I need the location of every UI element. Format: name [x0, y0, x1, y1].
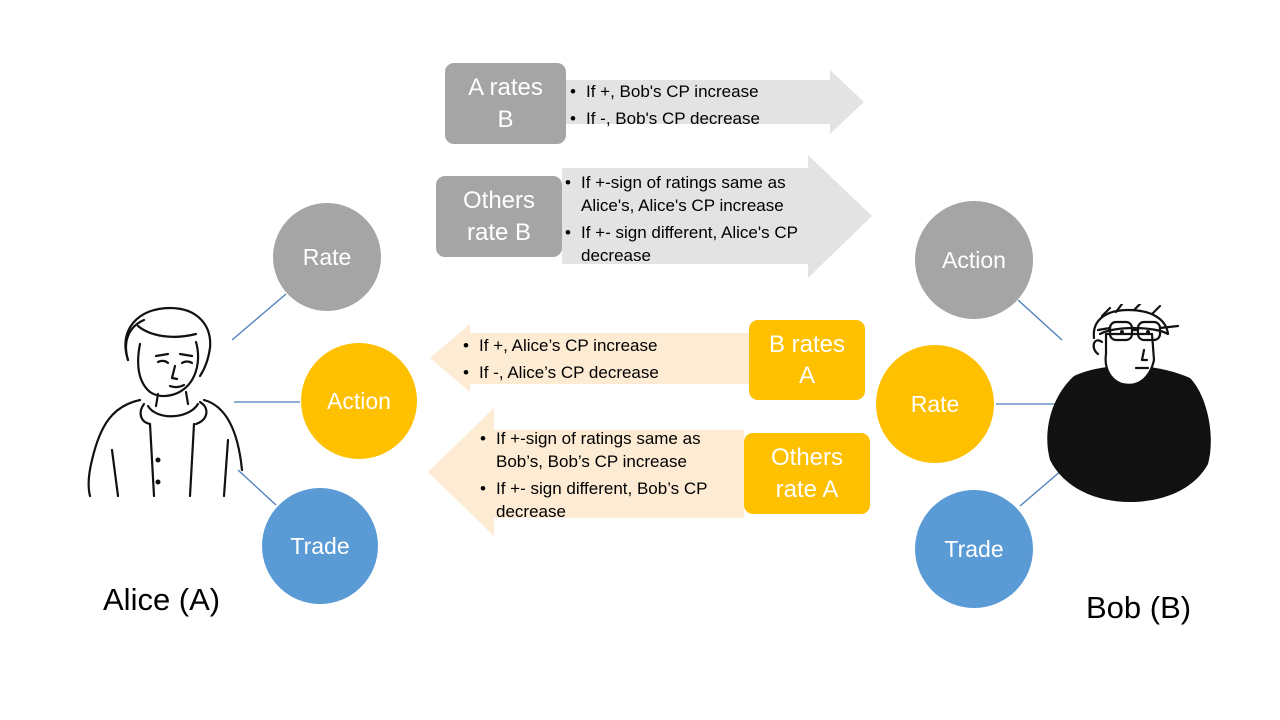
others-rate-a-bullets: If +-sign of ratings same as Bob’s, Bob’… [480, 427, 742, 527]
alice-avatar [87, 306, 244, 498]
alice-rate-circle: Rate [273, 203, 381, 311]
bob-trade-circle: Trade [915, 490, 1033, 608]
list-item: If +- sign different, Bob’s CP decrease [480, 477, 742, 523]
bob-action-circle: Action [915, 201, 1033, 319]
list-item: If +- sign different, Alice's CP decreas… [565, 221, 815, 267]
bob-rate-label: Rate [910, 390, 960, 417]
bob-avatar [1047, 304, 1211, 502]
bob-trade-label: Trade [944, 535, 1004, 562]
list-item: If -, Alice’s CP decrease [463, 361, 743, 384]
b-rates-a-box: B rates A [749, 320, 865, 400]
a-rates-b-label: A rates B [468, 74, 543, 133]
others-rate-a-label: Others rate A [770, 444, 844, 503]
alice-label: Alice (A) [103, 582, 221, 617]
alice-action-label: Action [327, 387, 391, 414]
connector-alice-rate [231, 293, 287, 341]
a-rates-b-bullets: If +, Bob's CP increase If -, Bob's CP d… [570, 80, 830, 134]
b-rates-a-label: B rates A [768, 330, 846, 389]
connector-alice-trade [237, 469, 277, 506]
b-rates-a-bullets: If +, Alice’s CP increase If -, Alice’s … [463, 334, 743, 388]
alice-trade-circle: Trade [262, 488, 378, 604]
bob-label: Bob (B) [1086, 590, 1192, 625]
bob-rate-circle: Rate [876, 345, 994, 463]
connector-bob-trade [1019, 469, 1063, 507]
alice-action-circle: Action [301, 343, 417, 459]
bob-action-label: Action [942, 246, 1006, 273]
alice-rate-label: Rate [302, 243, 352, 270]
list-item: If +-sign of ratings same as Bob’s, Bob’… [480, 427, 742, 473]
others-rate-a-box: Others rate A [744, 433, 870, 514]
others-rate-b-box: Others rate B [436, 176, 562, 257]
list-item: If +, Alice’s CP increase [463, 334, 743, 357]
alice-trade-label: Trade [290, 532, 350, 559]
list-item: If +-sign of ratings same as Alice's, Al… [565, 171, 815, 217]
connector-bob-action [1017, 299, 1063, 341]
list-item: If -, Bob's CP decrease [570, 107, 830, 130]
a-rates-b-box: A rates B [445, 63, 566, 144]
list-item: If +, Bob's CP increase [570, 80, 830, 103]
others-rate-b-bullets: If +-sign of ratings same as Alice's, Al… [565, 171, 815, 271]
others-rate-b-label: Others rate B [462, 187, 536, 246]
